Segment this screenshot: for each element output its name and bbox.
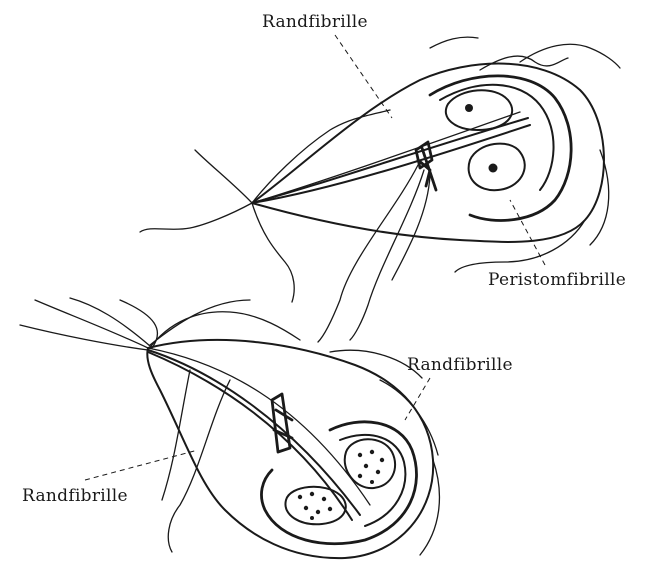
top-flagellum-12	[590, 150, 609, 245]
organism-top	[140, 35, 620, 342]
top-axial-fibril-3	[252, 112, 520, 203]
top-flagellum-10	[430, 37, 478, 48]
top-flagellum-1	[318, 165, 418, 342]
peristomfibrille-leader	[510, 200, 545, 265]
top-flagellum-5	[252, 203, 294, 302]
bottom-flagellum-8	[162, 370, 190, 500]
label-top-randfibrille: Randfibrille	[262, 12, 368, 32]
top-vacuole-lower-nucleus	[489, 164, 498, 173]
organism-bottom	[20, 298, 439, 558]
top-flagellum-11	[455, 220, 585, 272]
top-peristome-inner	[440, 85, 554, 190]
top-body-outline	[252, 64, 604, 242]
label-bottom-left-randfibrille: Randfibrille	[22, 486, 128, 506]
bottom-vacuole-upper-granules	[358, 450, 384, 484]
bottom-peristome-outline	[261, 422, 416, 544]
bottom-flagellum-6	[150, 300, 250, 345]
bottom-vacuole-lower	[285, 487, 345, 524]
top-randfibrille-leader	[335, 35, 392, 118]
bottom-vacuole-lower-granules	[298, 492, 332, 520]
top-flagellum-9	[520, 44, 620, 68]
top-vacuole-upper-nucleus	[465, 104, 473, 112]
bottom-flagellum-7	[168, 380, 230, 552]
top-flagellum-3	[392, 175, 430, 280]
bottom-flagellum-4	[120, 300, 157, 348]
top-vacuole-upper	[446, 90, 512, 130]
label-bottom-right-randfibrille: Randfibrille	[407, 355, 513, 375]
bottom-left-randfibrille-leader	[85, 450, 198, 480]
top-flagellum-7	[195, 150, 252, 203]
bottom-axial-fibril-2	[148, 352, 352, 520]
top-flagellum-4	[140, 203, 252, 232]
label-peristomfibrille: Peristomfibrille	[488, 270, 626, 290]
top-flagellum-8	[480, 56, 568, 70]
top-peristome-outline	[430, 76, 571, 221]
